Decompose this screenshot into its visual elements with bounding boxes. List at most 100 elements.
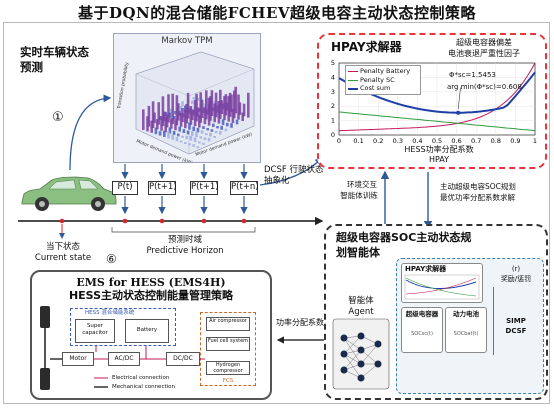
hpay-y-tick: 3 <box>331 88 335 96</box>
markov-bar <box>177 133 180 137</box>
markov-bar <box>231 109 235 123</box>
cost-sample-point <box>396 102 399 105</box>
env-battery-label: 动力电池 <box>453 310 479 318</box>
env-sc-sub: SOCsc(t) <box>411 331 433 337</box>
markov-bar <box>199 92 202 123</box>
markov-bar <box>203 107 207 125</box>
hpay-y-tick: 1 <box>331 117 335 125</box>
p-box-0: P(t) <box>112 181 138 195</box>
markov-bar <box>220 100 223 114</box>
markov-bar <box>220 125 223 130</box>
legend-electrical: Electrical connection <box>112 375 170 381</box>
markov-bar <box>230 123 233 128</box>
page-title: 基于DQN的混合储能FCHEV超级电容主动状态控制策略 <box>77 4 477 22</box>
active-planning-1: 主动超级电容SOC规划 <box>440 182 516 191</box>
markov-bar <box>227 96 230 122</box>
fcs-box: Air compressor Fuel cell system Hydrogen… <box>200 312 256 386</box>
markov-bar <box>172 131 176 135</box>
markov-bar <box>188 108 191 114</box>
outer-frame <box>3 22 550 404</box>
reward-text: 奖励/惩罚 <box>500 275 532 283</box>
legend-cost: Cost sum <box>360 84 391 92</box>
markov-bar <box>226 122 229 127</box>
markov-bar <box>177 103 180 121</box>
min-annotation-line <box>457 87 461 110</box>
markov-bar <box>163 130 166 137</box>
markov-bar <box>182 113 186 118</box>
markov-bar <box>154 127 158 135</box>
markov-bar <box>198 108 201 112</box>
step-marker-6: ⑥ <box>106 252 117 266</box>
markov-bar <box>168 112 172 118</box>
hpay-x-tick: 0.1 <box>353 137 363 145</box>
markov-bar <box>219 89 222 119</box>
markov-bar <box>188 122 191 130</box>
markov-bar <box>205 90 208 120</box>
markov-bar <box>161 96 165 126</box>
hpay-y-tick: 5 <box>331 59 335 67</box>
hpay-y-tick: 2 <box>331 102 335 110</box>
markov-bar <box>234 86 237 114</box>
markov-bar <box>178 111 181 116</box>
markov-bar <box>181 108 184 122</box>
markov-bar <box>210 90 214 116</box>
legend-battery-line <box>348 71 358 73</box>
legend-mechanical: Mechanical connection <box>112 384 175 390</box>
hpay-y-tick: 4 <box>331 73 335 81</box>
env-battery-sub: SOCbat(t) <box>453 331 479 337</box>
markov-bar <box>165 114 169 128</box>
markov-bar <box>191 100 194 105</box>
min-point <box>456 110 461 115</box>
hpay-annotation-2: arg min(Φ*sc)=0.608 <box>447 83 522 91</box>
markov-bar <box>179 140 183 143</box>
markov-3d-plot: Transition probability Motor demand powe… <box>116 51 255 162</box>
markov-bar <box>181 101 184 107</box>
markov-bar <box>174 119 177 131</box>
hpay-heading: HPAY求解器 <box>331 40 402 54</box>
horizon-en: Predictive Horizon <box>146 246 224 256</box>
agent-label-cn: 智能体 <box>348 296 374 306</box>
markov-bar <box>186 92 190 119</box>
markov-bar <box>188 143 191 146</box>
wheel-rear-left <box>40 368 50 390</box>
markov-bar <box>216 105 219 113</box>
legend-sc: Penalty SC <box>360 75 395 84</box>
markov-bar <box>207 97 211 126</box>
markov-bar <box>214 92 218 118</box>
markov-bar <box>202 142 205 145</box>
markov-bar <box>184 142 187 144</box>
markov-bar <box>216 126 219 129</box>
mini-hpay-plot <box>404 274 480 300</box>
hpay-x-tick: 0.9 <box>510 137 520 145</box>
hpay-subtitle-2: 电池衰退严重性因子 <box>448 49 520 58</box>
hpay-x-tick: 0.7 <box>471 137 481 145</box>
markov-bar <box>206 109 209 115</box>
hpay-x-tick: 0.4 <box>412 137 422 145</box>
markov-bar <box>237 94 240 120</box>
fuel-cell-block: Fuel cell system <box>206 337 250 351</box>
markov-bar <box>168 127 172 134</box>
sc-penalty-line <box>338 111 536 132</box>
markov-bar <box>158 131 162 136</box>
markov-bar <box>193 137 197 142</box>
ems-heading-2: HESS主动状态控制能量管理策略 <box>68 289 234 302</box>
mini-hpay-solver: HPAY求解器 <box>401 263 483 303</box>
markov-bar <box>207 137 211 142</box>
markov-bar <box>209 132 212 137</box>
markov-bar <box>185 135 188 140</box>
env-sc-label: 超级电容器 <box>405 310 439 318</box>
markov-bar <box>171 93 174 124</box>
step-marker-1: ① <box>52 110 64 125</box>
markov-bar <box>202 108 205 114</box>
markov-bar <box>209 96 212 121</box>
markov-bar <box>206 128 209 131</box>
current-state-cn: 当下状态 <box>45 242 80 252</box>
markov-bar <box>147 105 151 127</box>
markov-bar <box>230 94 233 112</box>
legend-battery: Penalty Battery <box>360 67 411 75</box>
markov-bar <box>241 112 244 121</box>
markov-bar <box>192 126 195 131</box>
markov-bar <box>191 109 194 120</box>
p-box-2: P(t+1) <box>190 181 219 195</box>
